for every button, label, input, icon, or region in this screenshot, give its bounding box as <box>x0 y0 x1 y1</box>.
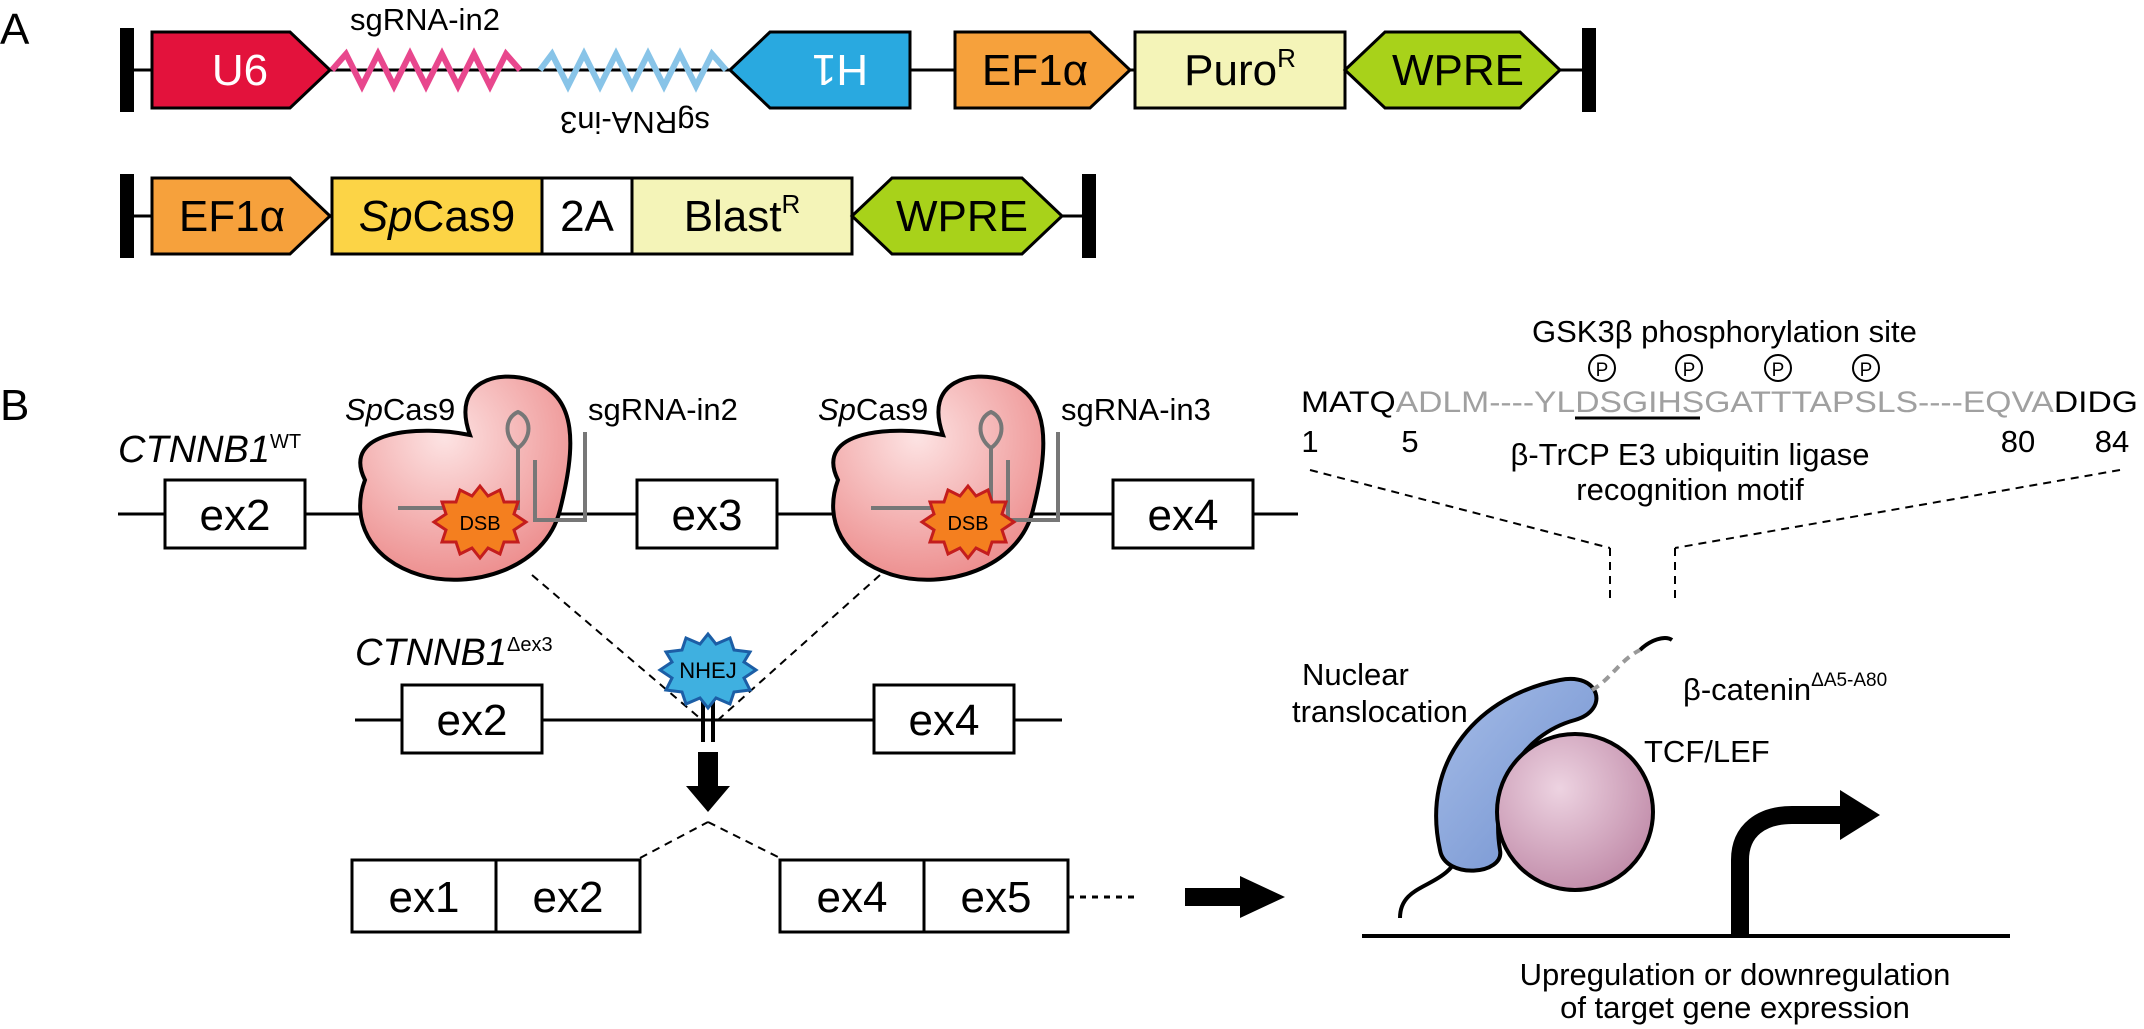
sgrna-in2-zigzag <box>329 47 523 93</box>
nuclear-line-1: Nuclear <box>1302 657 1409 692</box>
u6-label: U6 <box>212 46 268 95</box>
cas9-complex-2: DSB SpCas9 sgRNA-in3 <box>818 374 1211 582</box>
transcription-arrow <box>1731 806 1845 936</box>
ltr-left-bar <box>120 28 134 112</box>
down-arrow <box>686 752 730 812</box>
u6-promoter <box>150 30 333 110</box>
pos-80: 80 <box>2001 424 2035 459</box>
mrna-ex4-label: ex4 <box>817 873 888 922</box>
phospho-marks: P P P P <box>1588 354 1880 382</box>
pos-5: 5 <box>1401 424 1418 459</box>
two-a-peptide <box>540 176 634 256</box>
ef1a-label-2: EF1α <box>179 192 285 241</box>
h1-promoter <box>727 30 912 110</box>
sgrna-tail-1 <box>533 432 587 522</box>
bcatenin-shape <box>1434 676 1599 873</box>
nhej-burst <box>657 631 759 711</box>
del-ex4-label: ex4 <box>909 696 980 745</box>
deleted-locus: CTNNB1Δex3 ex2 ex4 NHEJ <box>355 631 1062 755</box>
dsb-label-2: DSB <box>947 513 988 535</box>
spcas9-gene <box>330 176 544 256</box>
dsb-burst-2 <box>919 483 1017 561</box>
phospho-4: P <box>1860 360 1873 381</box>
sgrna-loop-1 <box>398 409 531 510</box>
gsk-label: GSK3β phosphorylation site <box>1532 314 1917 349</box>
mrna-ex2 <box>494 858 642 934</box>
nhej-label: NHEJ <box>679 658 736 683</box>
wpre-1 <box>1342 30 1563 110</box>
nuclear-line-2: translocation <box>1292 694 1468 729</box>
mrna-ex4 <box>778 858 926 934</box>
mrna-ex5 <box>922 858 1070 934</box>
ef1a-promoter-1 <box>953 30 1133 110</box>
sgrna-in2-b-label: sgRNA-in2 <box>588 392 738 427</box>
wpre-2 <box>849 176 1065 256</box>
sgrna-in3-label: sgRNA-in3 <box>560 105 710 140</box>
tcf-lef-ball <box>1495 732 1655 892</box>
wt-locus: CTNNB1WT ex2 ex3 ex4 <box>118 429 1298 550</box>
construct-1: U6 sgRNA-in2 sgRNA-in3 H1 EF1α PuroR WPR… <box>120 2 1596 140</box>
ef1a-label-1: EF1α <box>982 46 1088 95</box>
phospho-1: P <box>1596 360 1609 381</box>
spcas9-label: SpCas9 <box>359 192 516 241</box>
ltr2-left-bar <box>120 174 134 258</box>
mrna-ex2-label: ex2 <box>533 873 604 922</box>
bcatenin-tail-top-dashed <box>1590 648 1641 692</box>
two-a-label: 2A <box>560 192 614 241</box>
blast-label: BlastR <box>684 189 801 241</box>
phospho-3: P <box>1772 360 1785 381</box>
up-line-2: of target gene expression <box>1560 990 1910 1025</box>
mrna-ex1-label: ex1 <box>389 873 460 922</box>
ltr2-right-bar <box>1082 174 1096 258</box>
wt-ex3 <box>635 478 779 550</box>
h1-label: H1 <box>812 45 868 94</box>
spcas9-b1-label: SpCas9 <box>345 392 455 427</box>
puro-resistance <box>1133 30 1347 110</box>
transcription-arrowhead <box>1840 790 1880 840</box>
pos-1: 1 <box>1301 424 1318 459</box>
wt-ex4-label: ex4 <box>1148 491 1219 540</box>
wt-ex3-label: ex3 <box>672 491 743 540</box>
mrna-transcript: ex1 ex2 ex4 ex5 <box>350 821 1138 934</box>
wt-ex2-label: ex2 <box>200 491 271 540</box>
bcatenin-tail-top-solid <box>1638 636 1674 652</box>
del-ex2-label: ex2 <box>437 696 508 745</box>
sgrna-in3-zigzag <box>537 47 729 93</box>
dsb-label-1: DSB <box>459 513 500 535</box>
bcatenin-label: β-cateninΔA5-A80 <box>1683 670 1887 707</box>
phospho-2: P <box>1683 360 1696 381</box>
motif-line-2: recognition motif <box>1576 472 1804 507</box>
pos-84: 84 <box>2095 424 2129 459</box>
bcatenin-schematic: Nuclear translocation β-cateninΔA5-A80 T… <box>1292 636 2010 1025</box>
right-arrow <box>1185 876 1285 918</box>
wt-gene-label: CTNNB1WT <box>118 429 301 471</box>
wpre-label-1: WPRE <box>1392 46 1524 95</box>
del-ex4 <box>872 683 1016 755</box>
tcf-lef-label: TCF/LEF <box>1644 734 1770 769</box>
wpre-label-2: WPRE <box>896 192 1028 241</box>
blast-resistance <box>630 176 854 256</box>
del-gene-label: CTNNB1Δex3 <box>355 632 553 674</box>
spcas9-b2-label: SpCas9 <box>818 392 928 427</box>
motif-line-1: β-TrCP E3 ubiquitin ligase <box>1511 437 1870 472</box>
puro-label: PuroR <box>1184 43 1296 95</box>
panel-a-label: A <box>0 5 30 54</box>
mrna-ex5-label: ex5 <box>961 873 1032 922</box>
wt-ex4 <box>1111 478 1255 550</box>
construct-2: EF1α SpCas9 2A BlastR WPRE <box>120 174 1096 258</box>
del-ex2 <box>400 683 544 755</box>
sgrna-in2-label: sgRNA-in2 <box>350 2 500 37</box>
up-line-1: Upregulation or downregulation <box>1520 957 1951 992</box>
sgrna-tail-2 <box>1006 432 1060 522</box>
dsb-burst-1 <box>431 483 529 561</box>
ltr-right-bar <box>1582 28 1596 112</box>
ef1a-promoter-2 <box>150 176 333 256</box>
sgrna-in3-b-label: sgRNA-in3 <box>1061 392 1211 427</box>
cas9-complex-1: DSB SpCas9 sgRNA-in2 <box>345 374 738 582</box>
wt-ex2 <box>163 478 307 550</box>
panel-b-label: B <box>0 381 29 430</box>
